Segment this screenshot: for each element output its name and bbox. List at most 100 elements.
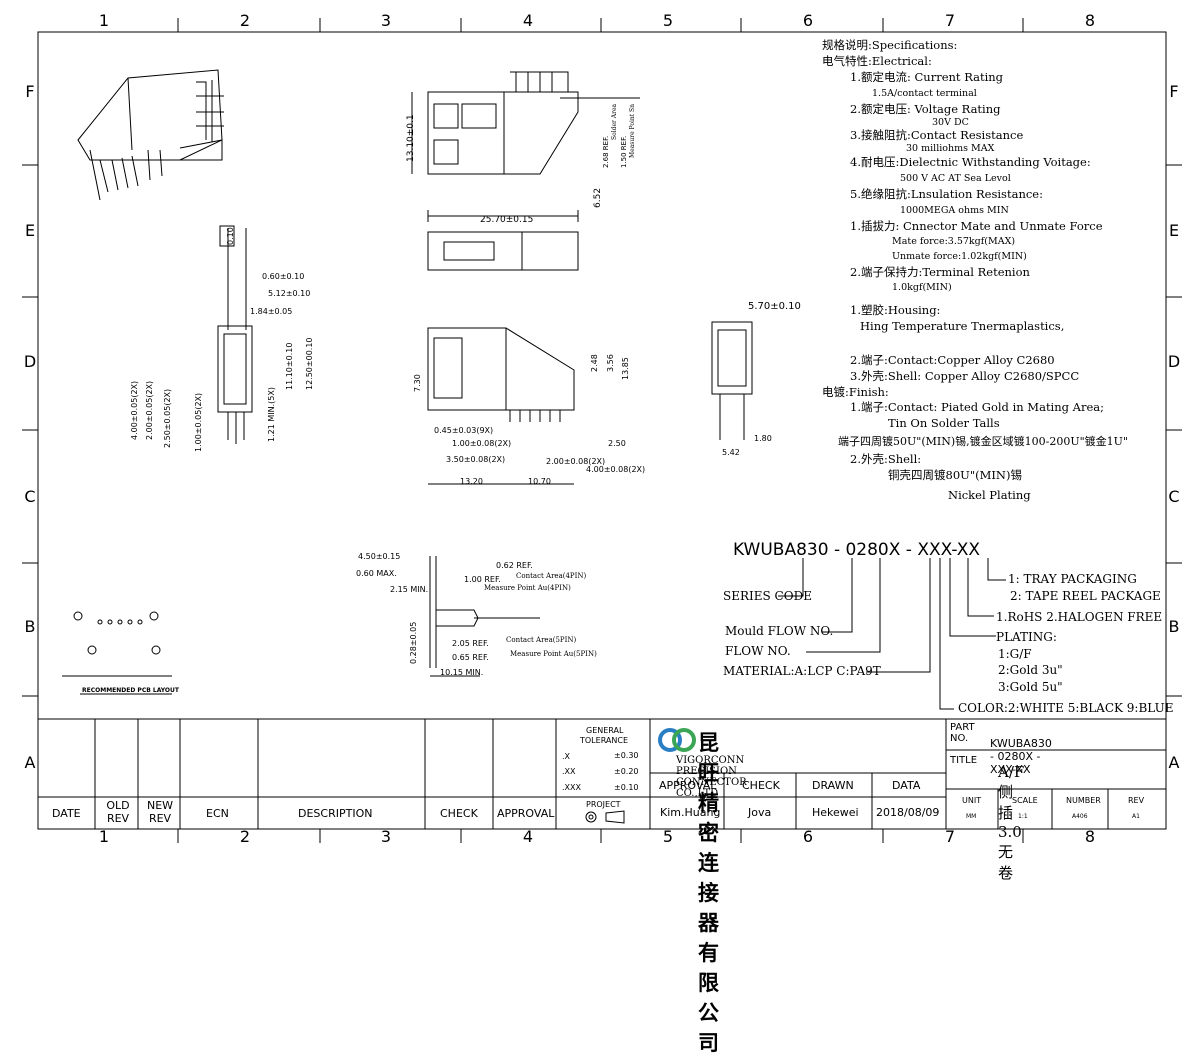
scale-label: SCALE	[1012, 796, 1038, 805]
dim-1-84: 1.84±0.05	[250, 307, 292, 316]
dim-4-00b: 4.00±0.08(2X)	[586, 465, 645, 474]
dim-2-50b: 2.50	[608, 439, 626, 448]
dim-1-80: 1.80	[754, 434, 772, 443]
row-letter: B	[25, 617, 36, 636]
row-letter: F	[1169, 82, 1178, 101]
number-label: NUMBER	[1066, 796, 1101, 805]
approval-label: APPROVAL	[659, 779, 717, 792]
dim-2-50: 2.50±0.05(2X)	[163, 389, 172, 448]
dim-1-50: 1.50 REF.	[620, 136, 628, 168]
series-code-label: SERIES CODE	[723, 589, 812, 603]
check-label: CHECK	[742, 779, 780, 792]
tol-xx: .XX	[562, 767, 576, 776]
dim-0-10: 0.10	[226, 227, 235, 245]
dim-13-85: 13.85	[621, 357, 630, 380]
spec-line: 2.端子:Contact:Copper Alloy C2680	[850, 352, 1055, 367]
dim-4-00: 4.00±0.05(2X)	[130, 381, 139, 440]
rev-label: REV	[1128, 796, 1145, 805]
spec-line: 2.额定电压: Voltage Rating	[850, 101, 1001, 116]
dim-2-00b: 2.00±0.08(2X)	[546, 457, 605, 466]
spec-line: 500 V AC AT Sea Levol	[900, 173, 1011, 185]
spec-line: 电镀:Finish:	[822, 384, 889, 399]
dim-1-00ref: 1.00 REF.	[464, 575, 501, 584]
spec-line: 3.接触阻抗:Contact Resistance	[850, 127, 1024, 142]
spec-line: 1.插拔力: Cnnector Mate and Unmate Force	[850, 219, 1103, 234]
dim-1-21: 1.21 MIN.(5X)	[267, 387, 276, 442]
contact-4pin: Contact Area(4PIN)	[516, 572, 587, 580]
row-letter: A	[1169, 753, 1180, 772]
spec-line: 1000MEGA ohms MIN	[900, 205, 1009, 217]
col-num: 4	[523, 11, 533, 30]
project-label: PROJECT	[586, 800, 621, 809]
col-num: 5	[663, 11, 673, 30]
col-num: 4	[523, 827, 533, 846]
row-letter: F	[25, 82, 34, 101]
col-num: 1	[99, 827, 109, 846]
spec-line: Tin On Solder Talls	[888, 416, 1000, 431]
spec-line: 2.外壳:Shell:	[850, 452, 922, 467]
spec-line: 30 milliohms MAX	[906, 143, 995, 155]
tol-xxx-value: ±0.10	[614, 783, 639, 792]
spec-line: Nickel Plating	[948, 487, 1031, 502]
dim-5-70: 5.70±0.10	[748, 301, 801, 312]
row-letter: D	[1168, 352, 1180, 371]
mould-flow-label: Mould FLOW NO.	[725, 624, 834, 638]
row-letter: E	[1169, 221, 1179, 240]
approval-value: Kim.Huang	[660, 806, 721, 819]
dim-13-10: 13.10±0.1	[406, 114, 416, 162]
measure-5pin: Measure Point Au(5PIN)	[510, 650, 597, 658]
spec-line: Mate force:3.57kgf(MAX)	[892, 235, 1016, 247]
col-num: 7	[945, 827, 955, 846]
row-letter: D	[24, 352, 36, 371]
scale-value: 1:1	[1018, 813, 1028, 820]
part-no-value: KWUBA830 - 0280X - XXX-XX	[990, 737, 1052, 776]
col-num: 8	[1085, 827, 1095, 846]
dim-10-15: 10.15 MIN.	[440, 668, 483, 677]
col-num: 6	[803, 11, 813, 30]
plating-2: 2:Gold 3u"	[998, 663, 1063, 677]
color-label: COLOR:2:WHITE 5:BLACK 9:BLUE	[958, 701, 1174, 715]
detail-view	[429, 556, 540, 677]
spec-line: 1.端子:Contact: Piated Gold in Mating Area…	[850, 400, 1104, 415]
spec-line: 4.耐电压:Dielectnic Withstanding Voitage:	[850, 155, 1091, 170]
col-num: 7	[945, 11, 955, 30]
row-letter: B	[1169, 617, 1180, 636]
dim-13-20: 13.20	[460, 477, 483, 486]
tol-general: GENERAL	[586, 726, 624, 735]
drawn-label: DRAWN	[812, 779, 854, 792]
spec-line: 1.塑胶:Housing:	[850, 302, 941, 317]
rev-header-date: DATE	[52, 807, 81, 820]
spec-line: 3.外壳:Shell: Copper Alloy C2680/SPCC	[850, 368, 1080, 383]
dim-2-48: 2.48	[590, 354, 599, 372]
rev-header-approval: APPROVAL	[497, 807, 555, 820]
plating-label: PLATING:	[996, 630, 1057, 644]
packaging-1: 1: TRAY PACKAGING	[1008, 572, 1137, 586]
part-no-label: PART NO.	[950, 722, 975, 744]
rev-header-new: NEW REV	[146, 799, 174, 825]
spec-line: 端子四周镀50U"(MIN)锡,镀金区域镀100-200U"镀金1U"	[838, 435, 1129, 449]
spec-block: 规格说明:Specifications: 电气特性:Electrical: 1.…	[822, 38, 1158, 504]
col-num: 3	[381, 827, 391, 846]
dim-3-56: 3.56	[606, 354, 615, 372]
dim-2-68: 2.68 REF.	[602, 136, 610, 168]
top-view	[411, 71, 640, 175]
spec-line: 30V DC	[932, 116, 969, 128]
col-num: 2	[240, 827, 250, 846]
drawn-value: Hekewei	[812, 806, 859, 819]
bottom-view	[427, 327, 575, 485]
dim-2-15: 2.15 MIN.	[390, 585, 428, 594]
pcb-layout	[62, 611, 172, 695]
spec-line: 电气特性:Electrical:	[822, 53, 932, 68]
row-letter: C	[24, 487, 35, 506]
data-value: 2018/08/09	[876, 806, 940, 819]
side-view	[427, 210, 579, 271]
col-num: 2	[240, 11, 250, 30]
col-num: 8	[1085, 11, 1095, 30]
dim-4-50: 4.50±0.15	[358, 552, 400, 561]
material-label: MATERIAL:A:LCP C:PA9T	[723, 664, 881, 678]
dim-25-70: 25.70±0.15	[480, 215, 533, 225]
dim-5-12: 5.12±0.10	[268, 289, 310, 298]
solder-area-note: Solder Area	[611, 103, 618, 140]
dim-2-05: 2.05 REF.	[452, 639, 489, 648]
dim-1-00: 1.00±0.05(2X)	[194, 393, 203, 452]
